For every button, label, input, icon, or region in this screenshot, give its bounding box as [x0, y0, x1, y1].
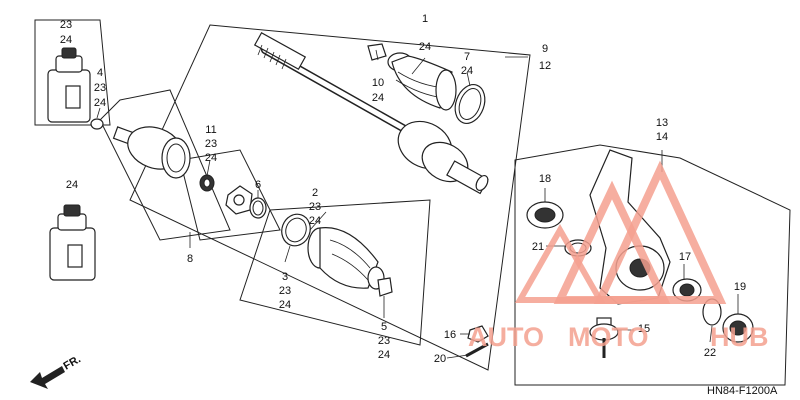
diagram-code: HN84-F1200A	[707, 385, 778, 397]
callout-10-line1: 10	[372, 77, 384, 89]
inner-boot-frame	[239, 199, 431, 346]
grease-bottle-bottom	[49, 204, 96, 281]
callout-9-line2: 12	[539, 60, 551, 72]
callout-9-line1: 9	[542, 43, 548, 55]
callout-24: 24	[66, 179, 78, 191]
callout-13-line2: 14	[656, 131, 668, 143]
callout-11-line2: 23	[205, 138, 217, 150]
callout-7-line2: 24	[461, 65, 473, 77]
ball-joint	[589, 317, 619, 358]
callout-15: 15	[638, 323, 650, 335]
boot-band-large-bottom	[281, 213, 311, 247]
callout-1-line2: 24	[419, 41, 431, 53]
boot-band-small-bottom	[377, 277, 393, 297]
callout-11-line1: 11	[205, 124, 216, 136]
inner-boot	[307, 227, 385, 290]
dust-seal	[199, 174, 215, 192]
watermark-logo	[514, 160, 727, 304]
callout-21: 21	[532, 241, 544, 253]
callout-1-line1: 1	[422, 13, 428, 25]
callout-2-line3: 24	[309, 215, 321, 227]
stop-ring	[249, 197, 267, 219]
callout-13-line1: 13	[656, 117, 668, 129]
callout-23-line2: 24	[60, 34, 72, 46]
outer-cv-joint	[397, 120, 489, 195]
callout-11-line3: 24	[205, 152, 217, 164]
grease-bottle-top	[47, 47, 91, 123]
front-direction-arrow-icon	[30, 366, 65, 389]
dust-seal-frame	[179, 149, 281, 241]
callout-20: 20	[434, 353, 446, 365]
callout-18: 18	[539, 173, 551, 185]
bearing-left	[526, 201, 564, 229]
callout-3-line3: 24	[279, 299, 291, 311]
callout-6: 6	[255, 179, 261, 191]
knuckle-frame	[514, 144, 791, 386]
callout-5-line1: 5	[381, 321, 387, 333]
callout-16: 16	[444, 329, 456, 341]
callout-4-line3: 24	[94, 97, 106, 109]
callout-7-line1: 7	[464, 51, 470, 63]
callout-19: 19	[734, 281, 746, 293]
callout-22: 22	[704, 347, 716, 359]
circlip-small	[90, 118, 104, 130]
callout-17: 17	[679, 251, 691, 263]
outer-boot	[387, 52, 457, 111]
callout-5-line2: 23	[378, 335, 390, 347]
callout-3-line1: 3	[282, 271, 288, 283]
callout-23-line1: 23	[60, 19, 72, 31]
callout-5-line3: 24	[378, 349, 390, 361]
watermark-text-right: HUB	[710, 322, 769, 352]
callout-4-line2: 23	[94, 82, 106, 94]
callout-2-line2: 23	[309, 201, 321, 213]
callout-10-line2: 24	[372, 92, 384, 104]
watermark-text-mid: MOTO	[568, 322, 649, 352]
castle-nut	[467, 325, 489, 343]
inner-joint-frame	[99, 89, 231, 241]
callout-2-line1: 2	[312, 187, 318, 199]
oil-frame-top	[34, 19, 111, 126]
bearing-right	[672, 278, 702, 302]
callout-3-line2: 23	[279, 285, 291, 297]
drive-shaft	[253, 31, 414, 136]
callout-4-line1: 4	[97, 67, 103, 79]
boot-band-large-top	[454, 84, 486, 124]
spider-joint	[225, 185, 253, 215]
inner-joint-housing	[112, 126, 191, 179]
boot-band-small-top	[367, 43, 387, 61]
cotter-pin	[465, 342, 489, 358]
watermark-text-left: AUTO	[468, 322, 544, 352]
callout-8: 8	[187, 253, 193, 265]
direction-label: FR.	[62, 353, 83, 372]
